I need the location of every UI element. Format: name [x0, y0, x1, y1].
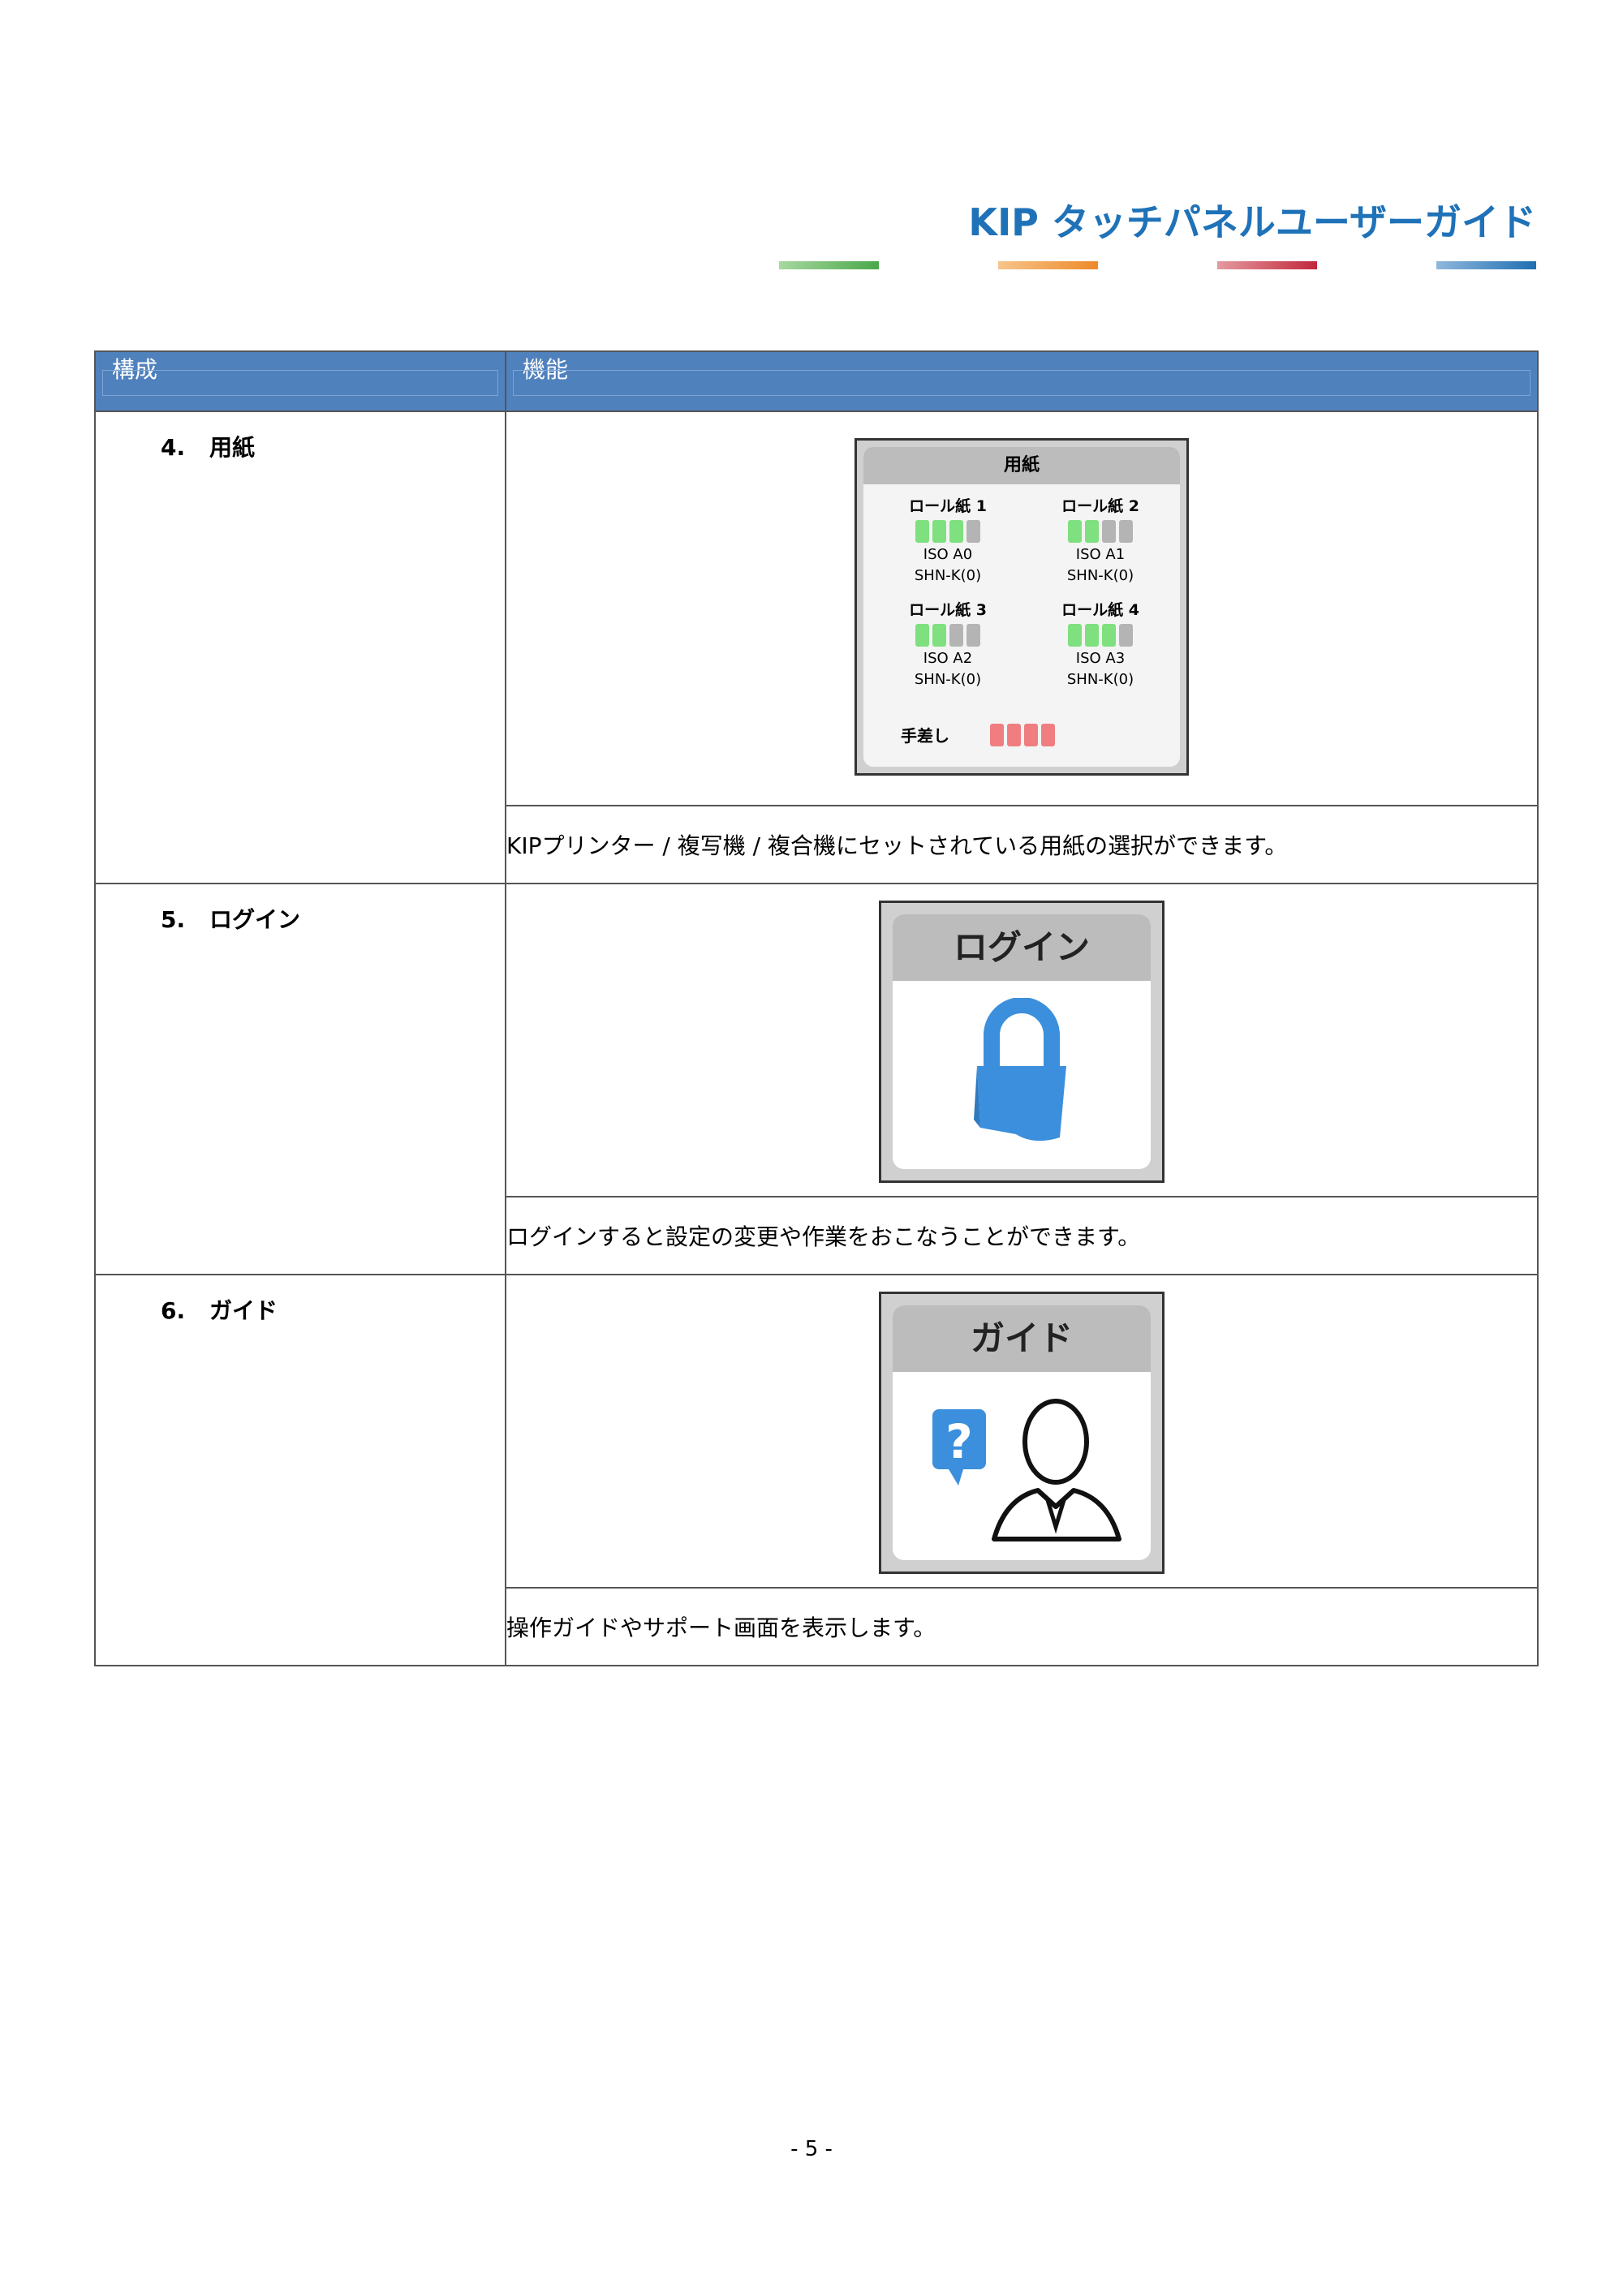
description-guide: 操作ガイドやサポート画面を表示します。 — [505, 1587, 1539, 1666]
document-title: KIP タッチパネルユーザーガイド — [968, 200, 1536, 244]
item-cell-guide: 6.ガイド — [94, 1274, 506, 1666]
roll-paper-2[interactable]: ロール紙 2 ISO A1 SHN-K(0) — [1052, 496, 1149, 587]
roll-level-3 — [899, 624, 997, 647]
table-row: ログインすると設定の変更や作業をおこなうことができます。 — [95, 1196, 1539, 1275]
item-label-paper: 4.用紙 — [161, 434, 256, 461]
roll-paper-1[interactable]: ロール紙 1 ISO A0 SHN-K(0) — [899, 496, 997, 587]
image-cell-guide: ガイド ? — [505, 1274, 1539, 1589]
roll-level-1 — [899, 520, 997, 543]
lock-icon — [974, 998, 1066, 1142]
header-function: 機能 — [505, 350, 1539, 412]
page-number: - 5 - — [790, 2137, 833, 2161]
roll-level-4 — [1052, 624, 1149, 647]
table-row: 操作ガイドやサポート画面を表示します。 — [95, 1587, 1539, 1666]
paper-panel[interactable]: 用紙 ロール紙 1 ISO A0 SHN-K(0) ロール紙 2 — [855, 438, 1189, 776]
image-cell-login: ログイン — [505, 883, 1539, 1197]
table-row: 4.用紙 用紙 ロール紙 1 ISO A0 SHN-K(0) ロール紙 2 — [94, 411, 1539, 884]
table-row: KIPプリンター / 複写機 / 複合機にセットされている用紙の選択ができます。 — [95, 805, 1539, 884]
table-row: 6.ガイド ガイド ? — [94, 1274, 1539, 1666]
paper-panel-title: 用紙 — [863, 447, 1180, 484]
decorative-bar-red — [1217, 261, 1317, 269]
header-composition: 構成 — [94, 350, 506, 412]
decorative-bar-blue — [1436, 261, 1536, 269]
manual-feed-level — [990, 723, 1055, 746]
svg-text:?: ? — [945, 1414, 973, 1469]
item-cell-paper: 4.用紙 — [94, 411, 506, 884]
login-tile[interactable]: ログイン — [879, 901, 1165, 1183]
item-cell-login: 5.ログイン — [94, 883, 506, 1275]
decorative-bar-green — [779, 261, 879, 269]
item-label-login: 5.ログイン — [161, 906, 301, 933]
table-row: 5.ログイン ログイン — [94, 883, 1539, 1275]
help-person-icon: ? — [932, 1399, 1121, 1541]
roll-paper-3[interactable]: ロール紙 3 ISO A2 SHN-K(0) — [899, 600, 997, 690]
item-label-guide: 6.ガイド — [161, 1297, 278, 1324]
decorative-bar-orange — [998, 261, 1098, 269]
table-header-row: 構成 機能 — [94, 350, 1539, 412]
guide-tile[interactable]: ガイド ? — [879, 1292, 1165, 1574]
roll-level-2 — [1052, 520, 1149, 543]
function-table: 構成 機能 4.用紙 用紙 ロール紙 1 ISO A0 SHN-K(0) — [94, 350, 1539, 1666]
login-tile-title: ログイン — [893, 914, 1151, 981]
image-cell-paper: 用紙 ロール紙 1 ISO A0 SHN-K(0) ロール紙 2 — [505, 411, 1539, 806]
description-paper: KIPプリンター / 複写機 / 複合機にセットされている用紙の選択ができます。 — [505, 805, 1539, 884]
manual-feed[interactable]: 手差し — [901, 723, 1055, 746]
description-login: ログインすると設定の変更や作業をおこなうことができます。 — [505, 1196, 1539, 1275]
guide-tile-title: ガイド — [893, 1305, 1151, 1372]
roll-paper-4[interactable]: ロール紙 4 ISO A3 SHN-K(0) — [1052, 600, 1149, 690]
